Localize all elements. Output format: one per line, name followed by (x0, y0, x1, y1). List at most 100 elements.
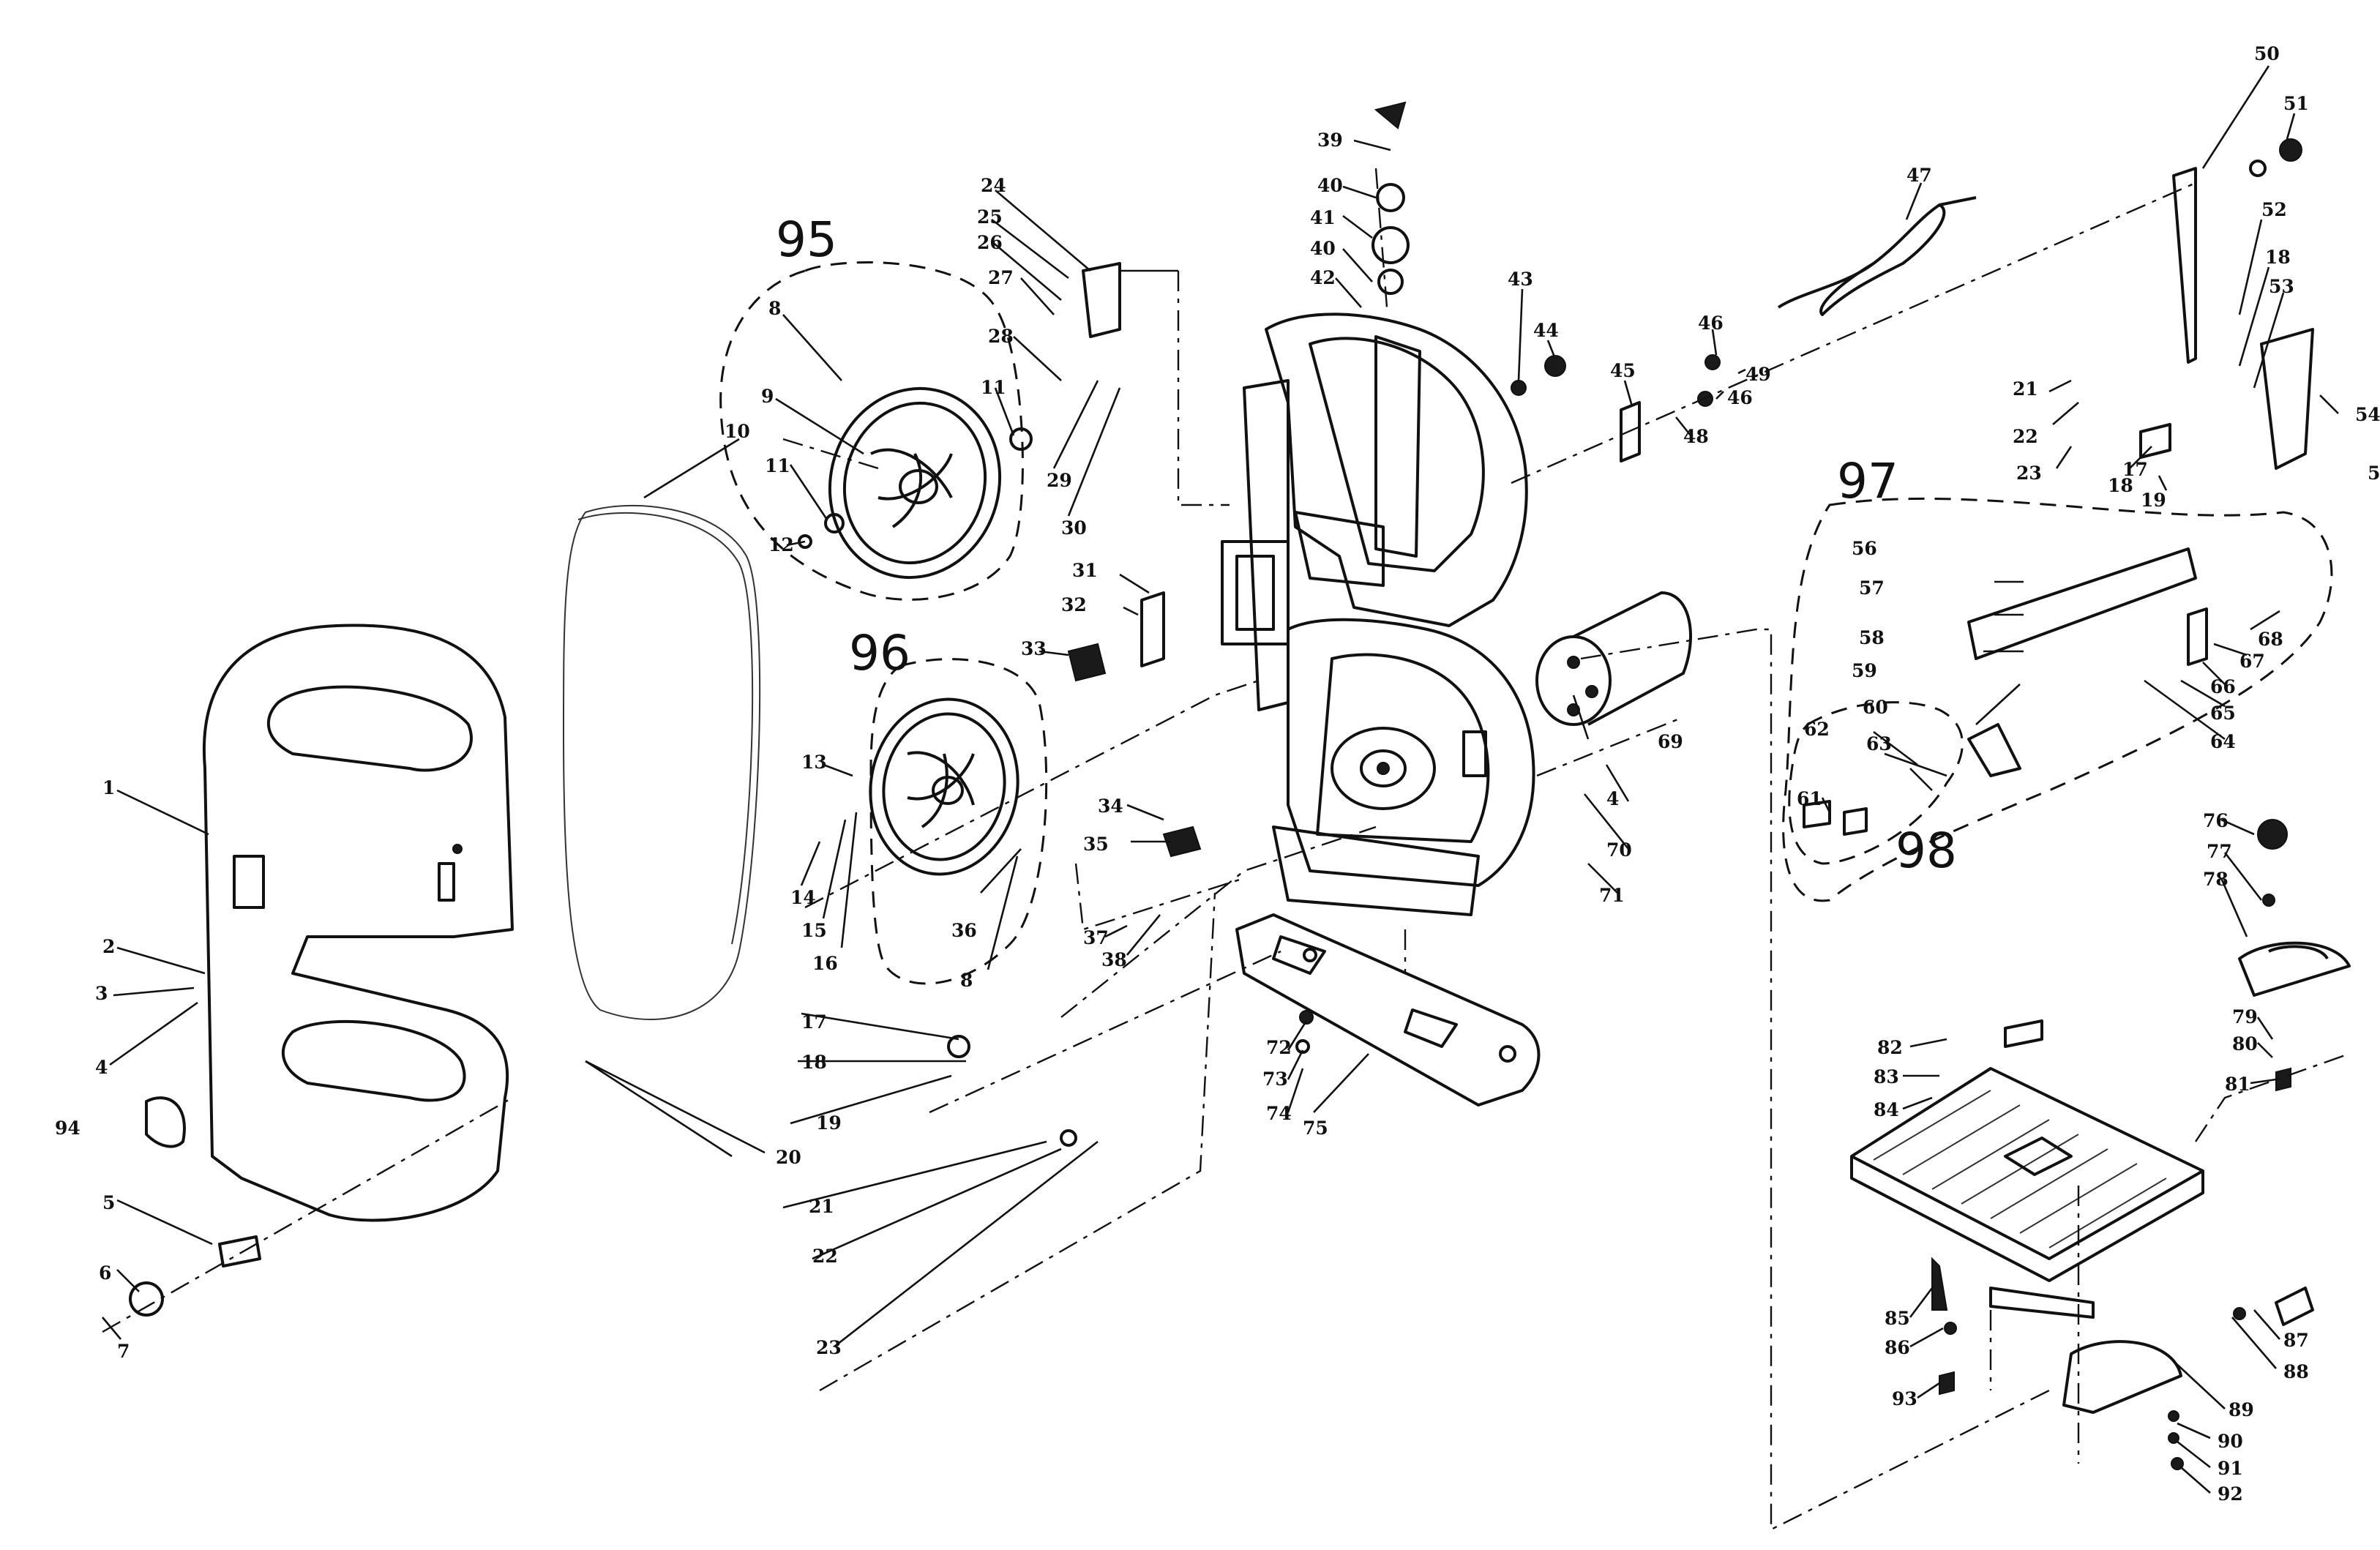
power-cord (1777, 196, 1977, 316)
callout-46b: 46 (1727, 387, 1753, 408)
saw-table (1850, 1067, 2204, 1282)
callout-49: 49 (1745, 364, 1771, 385)
callout-5: 5 (102, 1192, 115, 1213)
blade-guard-cover (203, 624, 514, 1222)
callout-17: 17 (801, 1011, 827, 1033)
callout-70: 70 (1606, 839, 1632, 861)
callout-22b: 22 (2013, 426, 2038, 447)
group-labels: 95 96 97 98 (776, 211, 1957, 879)
callout-94: 94 (55, 1117, 81, 1139)
callout-labels: 1 2 3 4 94 5 6 7 8 9 10 11 11 12 13 14 1… (55, 43, 2380, 1505)
callout-38: 38 (1101, 949, 1127, 970)
callout-14: 14 (790, 887, 816, 908)
group-98-outline (1788, 701, 1964, 865)
upper-wheel (828, 386, 1002, 580)
group-label-98: 98 (1896, 823, 1957, 879)
callout-40: 40 (1317, 175, 1343, 196)
callout-12: 12 (768, 534, 794, 555)
callout-35: 35 (1083, 834, 1109, 855)
callout-6: 6 (99, 1262, 111, 1284)
callout-44: 44 (1533, 320, 1559, 341)
callout-61: 61 (1797, 788, 1822, 809)
callout-82: 82 (1877, 1037, 1903, 1058)
callout-23: 23 (816, 1337, 842, 1358)
callout-18b: 18 (2265, 247, 2291, 268)
group-label-97: 97 (1837, 453, 1898, 509)
callout-69: 69 (1658, 731, 1683, 752)
callout-8b: 8 (960, 970, 973, 991)
callout-60: 60 (1863, 697, 1888, 718)
callout-74: 74 (1266, 1103, 1292, 1124)
callout-93: 93 (1892, 1388, 1917, 1409)
callout-65: 65 (2210, 703, 2236, 724)
callout-72: 72 (1266, 1037, 1292, 1058)
callout-83: 83 (1874, 1066, 1899, 1087)
callout-51: 51 (2283, 93, 2309, 114)
callout-54: 54 (2355, 404, 2380, 425)
callout-26: 26 (977, 232, 1003, 253)
callout-8: 8 (768, 298, 781, 319)
group-label-96: 96 (849, 625, 910, 681)
callout-91: 91 (2218, 1458, 2243, 1479)
hardware-parts (129, 101, 2314, 1470)
callout-28: 28 (988, 326, 1014, 347)
callout-19: 19 (816, 1112, 842, 1134)
callout-13: 13 (801, 752, 827, 773)
saw-blade (562, 504, 761, 1020)
callout-1: 1 (102, 777, 115, 798)
callout-71: 71 (1599, 885, 1625, 906)
callout-57: 57 (1859, 577, 1885, 599)
callout-73: 73 (1262, 1068, 1288, 1090)
callout-32: 32 (1061, 594, 1087, 615)
callout-56: 56 (1852, 538, 1877, 559)
callout-86: 86 (1885, 1337, 1910, 1358)
callout-33: 33 (1021, 638, 1047, 659)
callout-88: 88 (2283, 1361, 2309, 1382)
callout-18: 18 (801, 1052, 827, 1073)
callout-18c: 18 (2108, 475, 2133, 496)
callout-25: 25 (977, 206, 1003, 228)
callout-4b: 4 (1606, 788, 1619, 809)
callout-29: 29 (1047, 470, 1072, 491)
callout-4: 4 (95, 1057, 108, 1078)
callout-23b: 23 (2016, 463, 2042, 484)
callout-37: 37 (1083, 927, 1109, 948)
group-96-outline (869, 658, 1048, 985)
callout-19b: 19 (2141, 490, 2166, 511)
callout-79: 79 (2232, 1006, 2258, 1027)
callout-21b: 21 (2013, 378, 2038, 400)
callout-58: 58 (1859, 627, 1885, 648)
callout-42: 42 (1310, 267, 1336, 288)
callout-30: 30 (1061, 517, 1087, 539)
callout-64: 64 (2210, 731, 2236, 752)
callout-31: 31 (1072, 560, 1098, 581)
callout-80: 80 (2232, 1033, 2258, 1055)
callout-89: 89 (2229, 1399, 2254, 1420)
callout-41: 41 (1310, 207, 1336, 228)
callout-84: 84 (1874, 1099, 1899, 1120)
callout-87: 87 (2283, 1330, 2309, 1351)
miter-gauge (2238, 941, 2351, 997)
callout-50: 50 (2254, 43, 2280, 64)
callout-27: 27 (988, 267, 1014, 288)
callout-48: 48 (1683, 426, 1709, 447)
callout-34: 34 (1098, 795, 1123, 817)
callout-63: 63 (1866, 733, 1892, 755)
group-97-outline (1782, 497, 2333, 902)
callout-66: 66 (2210, 676, 2236, 697)
callout-92: 92 (2218, 1483, 2243, 1505)
base-plate (1235, 913, 1541, 1107)
fence-assembly (1967, 167, 2314, 777)
callout-2: 2 (102, 936, 115, 957)
callout-85: 85 (1885, 1308, 1910, 1329)
callout-77: 77 (2207, 841, 2232, 862)
callout-3: 3 (95, 983, 108, 1004)
callout-90: 90 (2218, 1431, 2243, 1452)
callout-39: 39 (1317, 130, 1343, 151)
motor (1535, 591, 1692, 726)
callout-62: 62 (1804, 719, 1830, 740)
callout-7: 7 (117, 1341, 130, 1362)
callout-9: 9 (761, 386, 774, 407)
callout-43: 43 (1508, 269, 1533, 290)
callout-47: 47 (1906, 165, 1932, 186)
